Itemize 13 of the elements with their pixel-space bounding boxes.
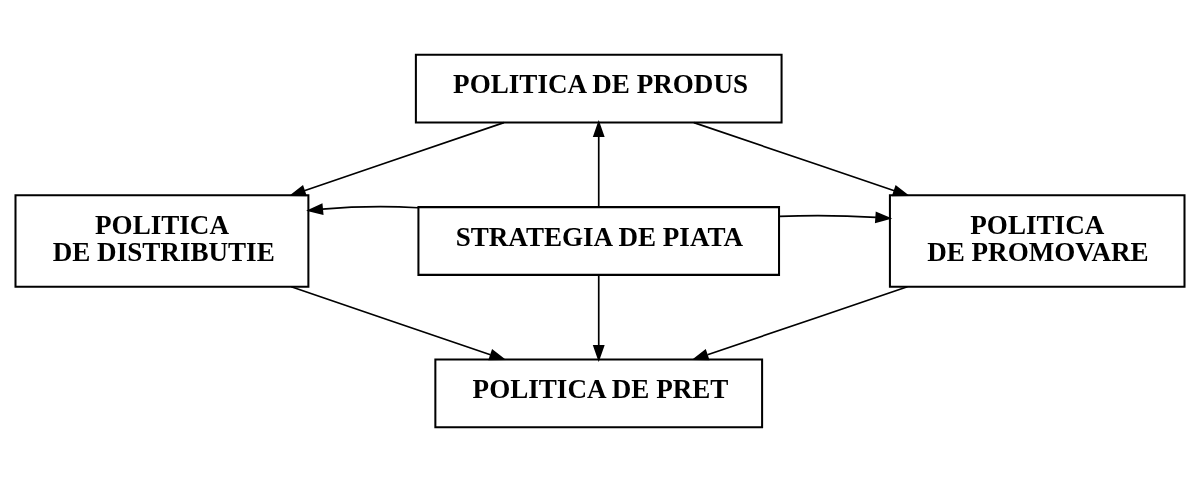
node-box: POLITICA DE DISTRIBUTIE xyxy=(14,193,310,288)
arrow xyxy=(691,285,909,360)
node-box: POLITICA DE PROMOVARE xyxy=(888,193,1186,288)
node-box: POLITICA DE PRODUS xyxy=(414,53,783,123)
arrow xyxy=(592,119,605,208)
arrow xyxy=(288,121,505,196)
arrow xyxy=(290,285,507,360)
arrow xyxy=(592,273,605,362)
node-box: POLITICA DE PRET xyxy=(434,358,764,428)
arrow xyxy=(693,121,910,196)
arrow xyxy=(778,210,893,223)
arrow xyxy=(306,202,419,215)
node-box: STRATEGIA DE PIATA xyxy=(417,205,781,276)
